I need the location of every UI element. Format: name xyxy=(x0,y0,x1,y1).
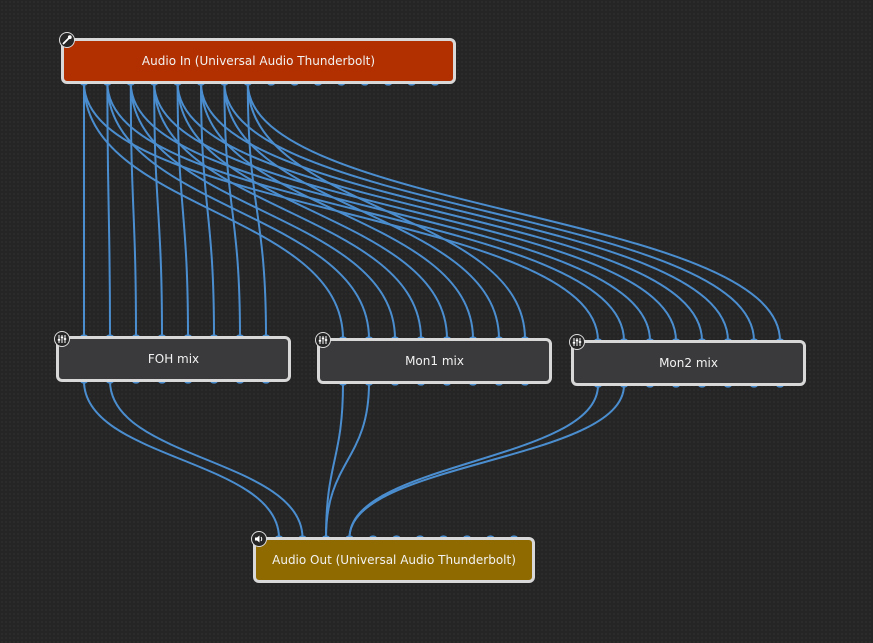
connection-wire[interactable] xyxy=(325,382,344,539)
audio-out-label: Audio Out (Universal Audio Thunderbolt) xyxy=(272,553,516,567)
connection-wire[interactable] xyxy=(200,82,729,342)
connection-wire[interactable] xyxy=(129,82,396,340)
connection-wire[interactable] xyxy=(176,82,448,340)
audio-in-label: Audio In (Universal Audio Thunderbolt) xyxy=(141,54,376,68)
connection-wire[interactable] xyxy=(153,82,677,342)
mon1-mix-node[interactable]: Mon1 mix xyxy=(317,338,552,384)
mixer-icon xyxy=(569,334,585,350)
microphone-icon xyxy=(59,32,75,48)
connection-wire[interactable] xyxy=(176,82,703,342)
connection-wire[interactable] xyxy=(129,82,137,338)
connection-wire[interactable] xyxy=(106,82,370,340)
connection-wire[interactable] xyxy=(176,82,189,338)
connection-wires xyxy=(83,82,781,539)
foh-mix-label: FOH mix xyxy=(147,352,200,366)
connection-wire[interactable] xyxy=(325,382,370,539)
connection-wire[interactable] xyxy=(246,82,781,342)
audio-in-node[interactable]: Audio In (Universal Audio Thunderbolt) xyxy=(61,38,456,84)
connection-wire[interactable] xyxy=(109,380,304,539)
connection-wire[interactable] xyxy=(246,82,267,338)
audio-out-node[interactable]: Audio Out (Universal Audio Thunderbolt) xyxy=(253,537,535,583)
connection-wire[interactable] xyxy=(153,82,163,338)
mon2-mix-node[interactable]: Mon2 mix xyxy=(571,340,806,386)
connection-wire[interactable] xyxy=(348,384,625,539)
connection-wire[interactable] xyxy=(223,82,500,340)
connection-wire[interactable] xyxy=(153,82,422,340)
speaker-icon xyxy=(251,531,267,547)
mixer-icon xyxy=(315,332,331,348)
mixer-icon xyxy=(54,331,70,347)
foh-mix-node[interactable]: FOH mix xyxy=(56,336,291,382)
connection-wire[interactable] xyxy=(200,82,215,338)
connection-wire[interactable] xyxy=(348,384,599,539)
connection-wire[interactable] xyxy=(246,82,526,340)
connection-wire[interactable] xyxy=(83,380,280,539)
connection-wire[interactable] xyxy=(106,82,111,338)
mon1-mix-label: Mon1 mix xyxy=(405,354,464,368)
mon2-mix-label: Mon2 mix xyxy=(659,356,718,370)
connection-wire[interactable] xyxy=(223,82,241,338)
connection-wire[interactable] xyxy=(200,82,474,340)
connection-wire[interactable] xyxy=(83,82,344,340)
connection-wire[interactable] xyxy=(223,82,755,342)
